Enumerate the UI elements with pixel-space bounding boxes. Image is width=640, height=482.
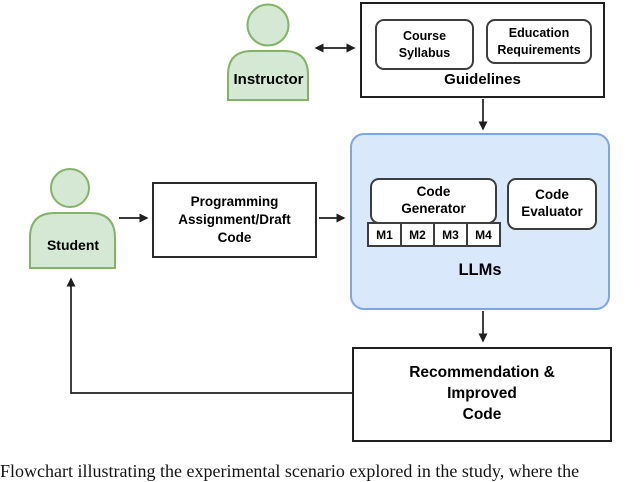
- course-syllabus-box: Course Syllabus: [375, 19, 474, 70]
- model-row: M1 M2 M3 M4: [367, 222, 501, 247]
- education-requirements-box: Education Requirements: [486, 19, 592, 64]
- student-label: Student: [46, 237, 100, 253]
- figure-caption: Flowchart illustrating the experimental …: [0, 461, 580, 481]
- assignment-box: Programming Assignment/Draft Code: [152, 182, 317, 258]
- connector-recommendation-student: [66, 277, 352, 394]
- code-evaluator-box: Code Evaluator: [507, 178, 597, 230]
- model-cell-m2: M2: [400, 222, 435, 247]
- code-generator-box: Code Generator: [370, 178, 497, 224]
- student-icon: [29, 168, 116, 269]
- model-cell-m4: M4: [466, 222, 501, 247]
- llms-label: LLMs: [458, 261, 502, 279]
- model-cell-m1: M1: [367, 222, 402, 247]
- recommendation-box: Recommendation & Improved Code: [352, 347, 612, 442]
- instructor-icon: [227, 3, 309, 101]
- model-cell-m3: M3: [433, 222, 468, 247]
- guidelines-label: Guidelines: [444, 71, 521, 88]
- instructor-label: Instructor: [233, 71, 304, 88]
